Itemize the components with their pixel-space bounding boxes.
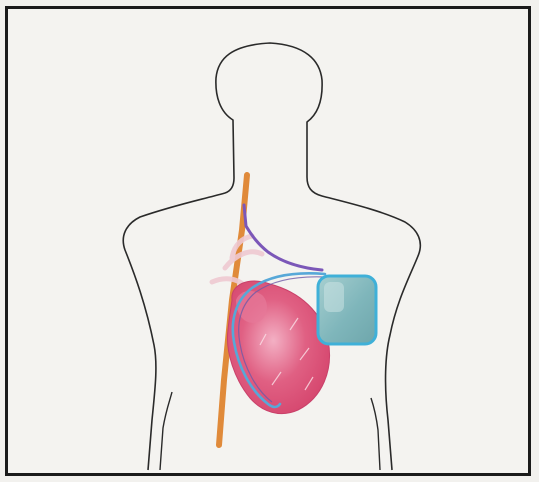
right-arm-inner-line xyxy=(371,398,380,470)
left-arm-inner-line xyxy=(160,392,172,470)
pacemaker-device-shine xyxy=(324,282,344,312)
pacemaker-lead-atrial xyxy=(244,205,322,270)
